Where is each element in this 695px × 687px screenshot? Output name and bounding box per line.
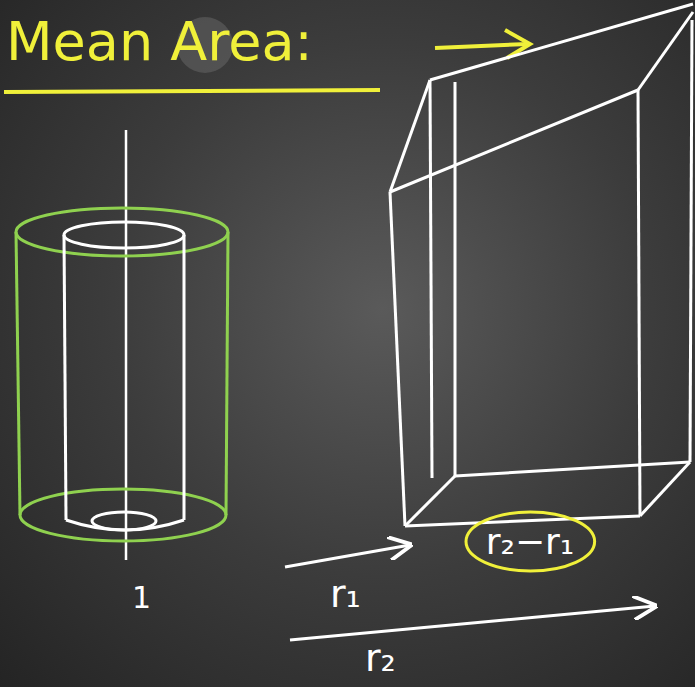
- dimension-label: r₂: [365, 636, 396, 680]
- dimension-label: r₂−r₁: [486, 521, 575, 562]
- outer-cylinder: [16, 208, 228, 541]
- dimension-label: r₁: [330, 572, 361, 616]
- title-underline: [4, 90, 380, 92]
- slab-box: [390, 4, 693, 526]
- circled-dimension: r₂−r₁: [464, 510, 597, 573]
- title-arrow: [435, 44, 528, 48]
- axis-line: [125, 130, 128, 560]
- cylinder-label: 1: [132, 580, 151, 615]
- title: Mean Area:: [6, 10, 313, 73]
- r1-arrow: [285, 545, 410, 567]
- ellipse-outline: [466, 512, 595, 571]
- inner-cylinder: [64, 222, 184, 530]
